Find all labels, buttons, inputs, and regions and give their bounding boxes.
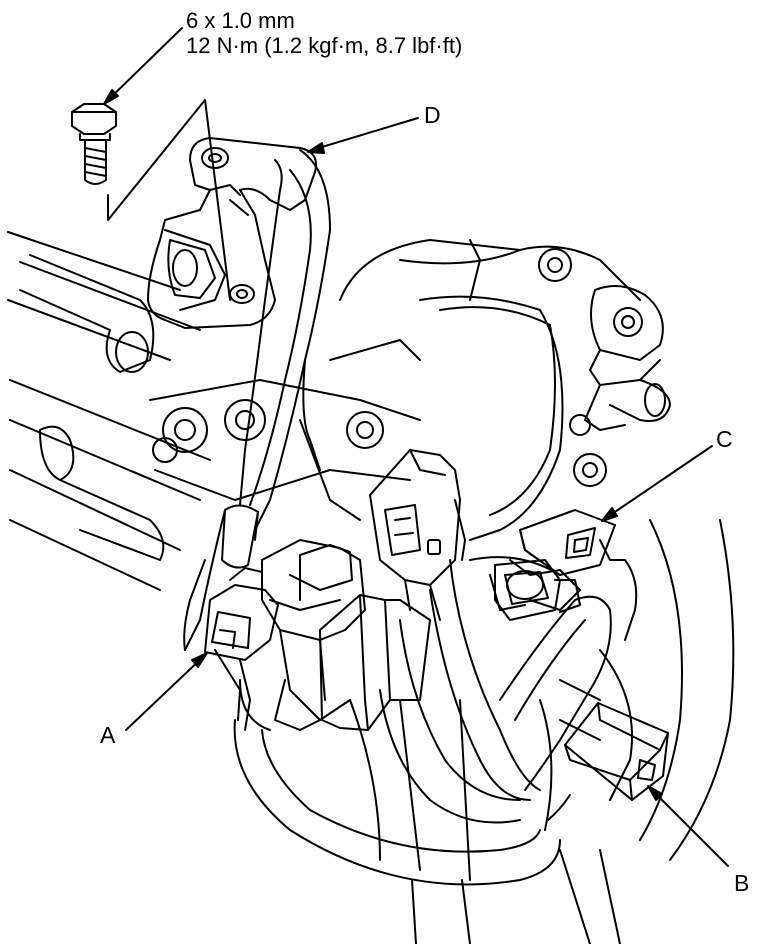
- bolt-size-text: 6 x 1.0 mm: [186, 8, 295, 33]
- callout-leaders: [103, 27, 729, 867]
- connector-a: [204, 567, 279, 731]
- connector-right: [494, 559, 581, 621]
- harness-bracket: [147, 137, 317, 329]
- callout-label-a: A: [100, 722, 116, 748]
- bolt-install-guide: [107, 99, 231, 301]
- callout-label-c: C: [716, 426, 733, 452]
- callout-label-b: B: [734, 870, 750, 896]
- bolt-torque-text: 12 N·m (1.2 kgf·m, 8.7 lbf·ft): [186, 33, 463, 58]
- bolt-icon: [71, 103, 117, 185]
- wire-harness: [183, 149, 612, 886]
- engine-block: [7, 231, 735, 944]
- bolt-spec: 6 x 1.0 mm 12 N·m (1.2 kgf·m, 8.7 lbf·ft…: [186, 8, 462, 58]
- callout-label-d: D: [424, 102, 441, 128]
- clip-b: [564, 702, 669, 801]
- connector-body: [239, 539, 431, 731]
- connector-center: [369, 449, 466, 621]
- clip-c: [519, 509, 616, 576]
